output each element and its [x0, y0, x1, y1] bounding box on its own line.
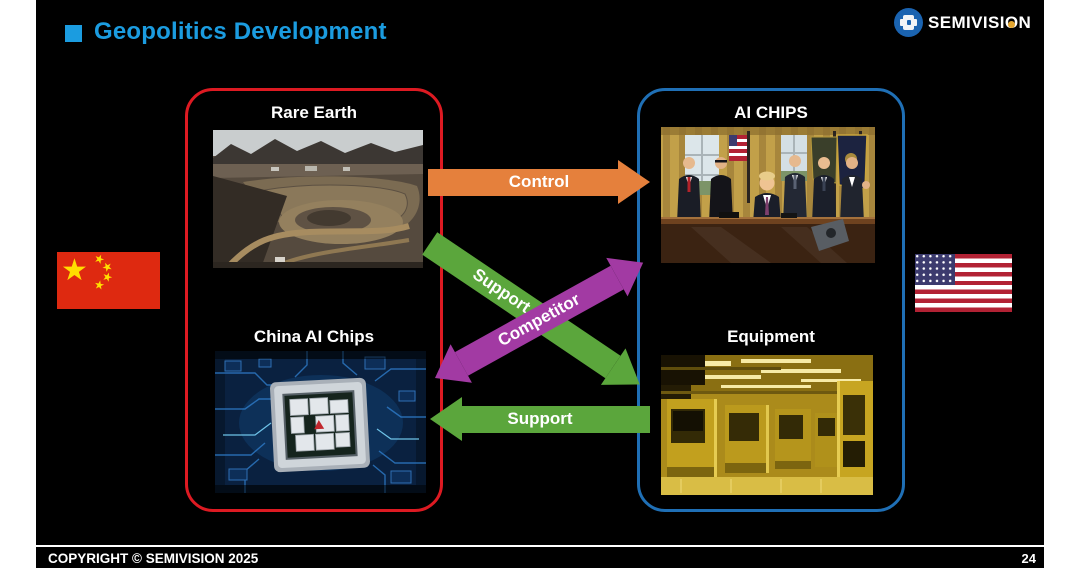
page-number: 24 [1021, 551, 1036, 566]
rare-earth-label: Rare Earth [271, 103, 357, 122]
copyright-text: COPYRIGHT © SEMIVISION 2025 [48, 551, 259, 566]
china-flag-icon: ★ ★ ★ ★ ★ [57, 252, 160, 309]
control-arrow-label: Control [508, 172, 570, 191]
support-horizontal-arrow-label: Support [507, 409, 573, 428]
arrow-right-head [618, 160, 650, 204]
equipment-label: Equipment [727, 327, 815, 346]
china-ai-chips-label: China AI Chips [253, 327, 375, 346]
logo-text-o: O [1004, 12, 1019, 32]
control-arrow: Control [428, 160, 650, 204]
slide-header: Geopolitics Development [65, 18, 387, 46]
support-horizontal-arrow: Support [430, 397, 650, 441]
china-box: Rare Earth China [185, 88, 443, 512]
usa-box: AI CHIPS [637, 88, 905, 512]
usa-flag-icon [915, 254, 1012, 312]
arrow-left-head [430, 397, 462, 441]
usa-flag-canton [915, 254, 955, 286]
semivision-logo: SEMIVISION [894, 8, 1031, 37]
slide: Geopolitics Development SEMIVISION ★ ★ ★… [36, 0, 1044, 568]
logo-text-post: N [1018, 12, 1032, 32]
logo-text-pre: SEMIVISI [928, 12, 1005, 32]
page-title: Geopolitics Development [94, 18, 387, 45]
footer-divider [36, 545, 1044, 547]
fab-equipment-photo [661, 355, 873, 495]
oval-office-photo [661, 127, 875, 263]
china-ai-chip-photo [215, 351, 426, 493]
rare-earth-mine-photo [213, 130, 423, 268]
ai-chips-label: AI CHIPS [734, 103, 808, 122]
title-bullet-icon [65, 24, 82, 42]
semivision-logo-icon [894, 8, 923, 37]
semivision-logo-text: SEMIVISION [928, 13, 1031, 33]
china-flag-big-star: ★ [61, 254, 88, 287]
china-flag-small-star: ★ [92, 277, 106, 293]
